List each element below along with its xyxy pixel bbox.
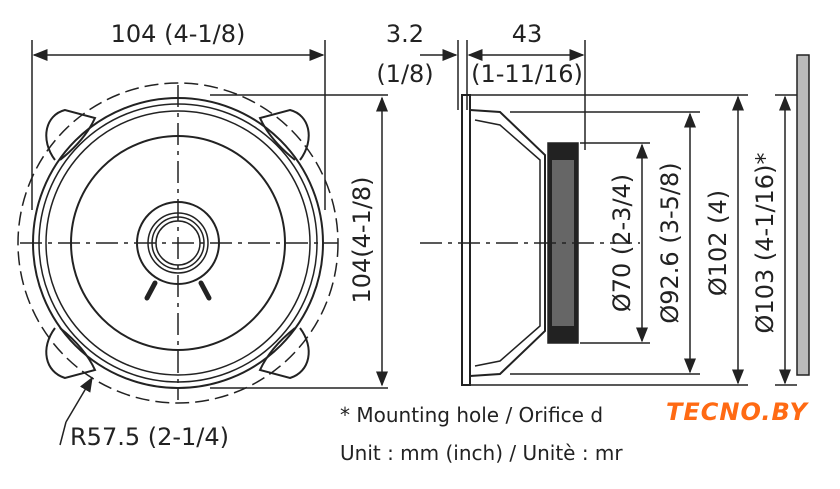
depth-dimension: 43 xyxy=(512,20,543,48)
diameter-103: Ø103 (4-1/16)* xyxy=(751,153,779,334)
side-view xyxy=(420,40,810,386)
depth-dimension-inch: (1-11/16) xyxy=(471,60,583,88)
mounting-hole-note: * Mounting hole / Orifice d xyxy=(340,403,603,427)
watermark-logo: TECNO.BY xyxy=(662,398,812,426)
front-height-dimension: 104(4-1/8) xyxy=(348,176,376,303)
diameter-102: Ø102 (4) xyxy=(704,190,732,296)
flange-dimension: 3.2 xyxy=(386,20,424,48)
diameter-92-6: Ø92.6 (3-5/8) xyxy=(656,162,684,323)
front-view xyxy=(17,40,388,446)
flange-dimension-inch: (1/8) xyxy=(376,60,433,88)
diameter-70: Ø70 (2-3/4) xyxy=(608,174,636,312)
unit-note: Unit : mm (inch) / Unitè : mr xyxy=(340,441,623,465)
front-width-dimension: 104 (4-1/8) xyxy=(111,20,246,48)
radius-dimension: R57.5 (2-1/4) xyxy=(70,423,229,451)
